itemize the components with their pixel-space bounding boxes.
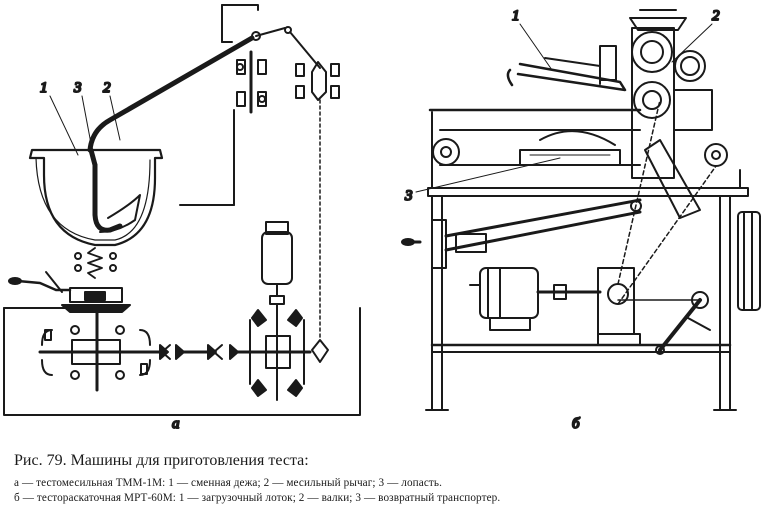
electric-motor: [261, 221, 293, 305]
caption-line-b: б — тестораскаточная МРТ-60М: 1 — загруз…: [14, 492, 501, 504]
subfigure-a-label: а: [172, 416, 180, 432]
return-transporter: [432, 130, 728, 219]
kneading-lever: [87, 26, 321, 233]
figure-drawing: 1 3 2 а: [3, 4, 761, 433]
caption-title: Рис. 79. Машины для приготовления теста:: [14, 452, 309, 469]
worm-gear-assembly: [236, 303, 329, 401]
caption-line-a: а — тестомесильная ТММ-1М: 1 — сменная д…: [14, 477, 442, 489]
hand-wheel-rod: [401, 198, 642, 269]
gearbox: [61, 287, 131, 313]
figure-caption: Рис. 79. Машины для приготовления теста:…: [14, 452, 764, 506]
upper-bearings: [236, 50, 340, 114]
label-a-2: 2: [103, 80, 111, 96]
rollers: [631, 27, 713, 179]
drive-motor: [469, 267, 602, 331]
subfigure-b-label: б: [572, 416, 580, 432]
label-b-2: 2: [712, 8, 720, 24]
lower-transmission: [38, 310, 239, 392]
label-a-3: 3: [73, 80, 82, 96]
label-b-3: 3: [404, 188, 413, 204]
loading-tray: [506, 45, 627, 92]
kneading-machine-diagram: 1 3 2 а: [3, 4, 361, 433]
label-b-1: 1: [512, 8, 520, 24]
label-a-1: 1: [40, 80, 48, 96]
rolling-machine-diagram: 1 2 3 б: [401, 7, 761, 433]
kneading-bowl: [28, 148, 164, 247]
